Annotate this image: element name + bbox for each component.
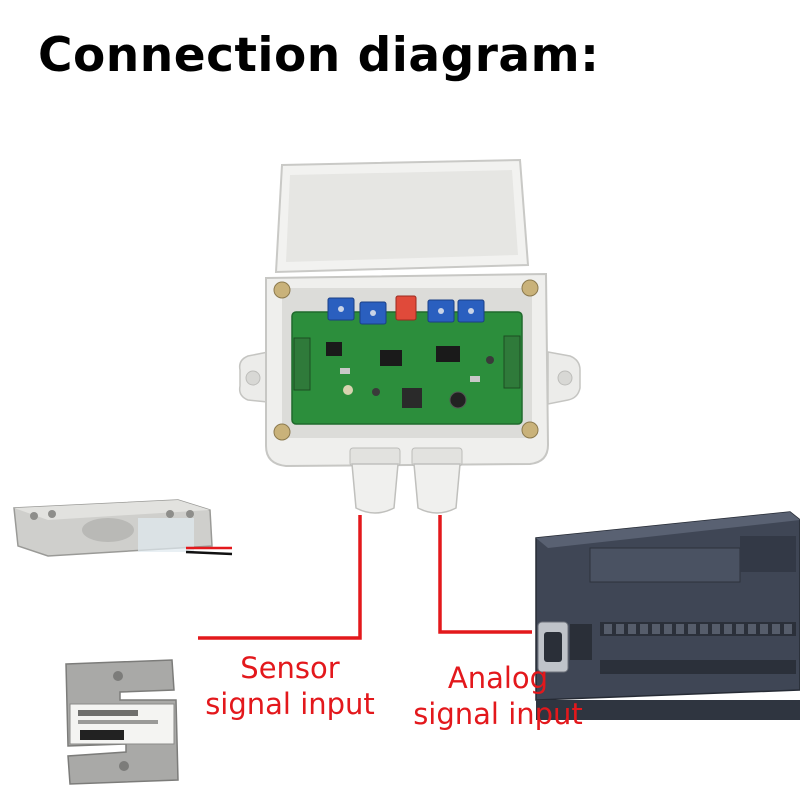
transmitter-circuit-board [291, 295, 523, 425]
load-cell-bar [13, 499, 233, 557]
page-title: Connection diagram: [38, 28, 600, 83]
sensor-label-line1: Sensor [240, 651, 340, 685]
sensor-signal-input-label: Sensor signal input [190, 650, 390, 722]
analog-signal-input-label: Analog signal input [398, 660, 598, 732]
analog-label-line1: Analog [447, 661, 549, 695]
connection-wires [198, 515, 532, 640]
analog-wire [438, 515, 532, 634]
cable-glands [349, 447, 463, 514]
sensor-label-line2: signal input [205, 687, 375, 721]
plc-controller [535, 511, 800, 720]
load-cell-s-type [65, 659, 179, 785]
analog-label-line2: signal input [413, 697, 583, 731]
sensor-wire [198, 515, 362, 640]
